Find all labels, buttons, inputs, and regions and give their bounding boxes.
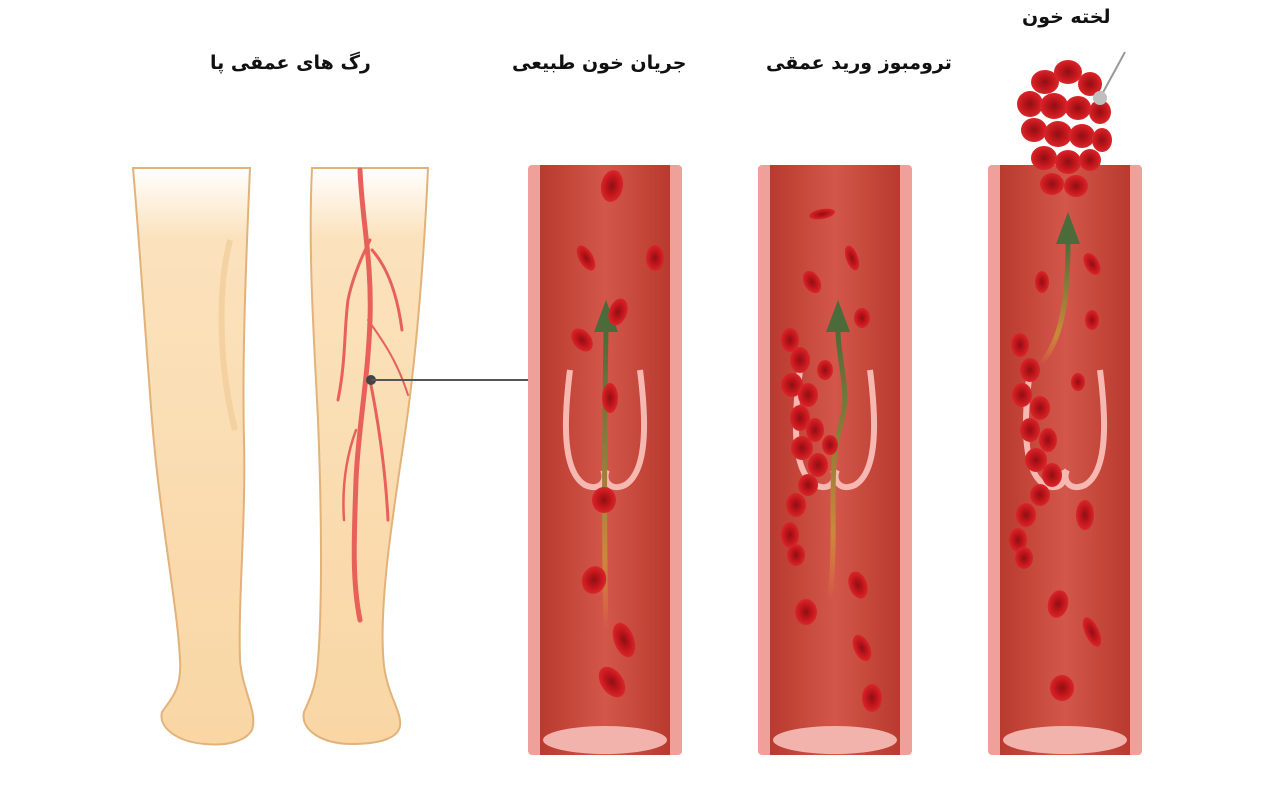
- deep-veins: [336, 167, 409, 623]
- right-leg: [302, 167, 538, 746]
- blood-cells: [1035, 253, 1102, 701]
- blood-cells: [571, 170, 664, 698]
- deep-vein-thrombosis-label: ترومبوز ورید عمقی: [766, 52, 952, 74]
- thrombus-cells: [1009, 333, 1062, 569]
- clot-marker-dot: [1093, 91, 1107, 105]
- blood-cells: [795, 208, 882, 712]
- normal-vessel: [528, 165, 682, 755]
- thrombus-cells: [781, 328, 838, 566]
- deep-leg-veins-label: رگ های عمقی پا: [210, 52, 371, 74]
- left-leg: [131, 167, 255, 746]
- normal-blood-flow-label: جریان خون طبیعی: [512, 52, 687, 74]
- blood-clot: [1017, 60, 1112, 197]
- clot-leader-line: [1099, 51, 1126, 99]
- blood-clot-label: لخته خون: [1022, 6, 1111, 28]
- embolism-vessel: [988, 165, 1142, 755]
- dvt-vessel: [758, 165, 912, 755]
